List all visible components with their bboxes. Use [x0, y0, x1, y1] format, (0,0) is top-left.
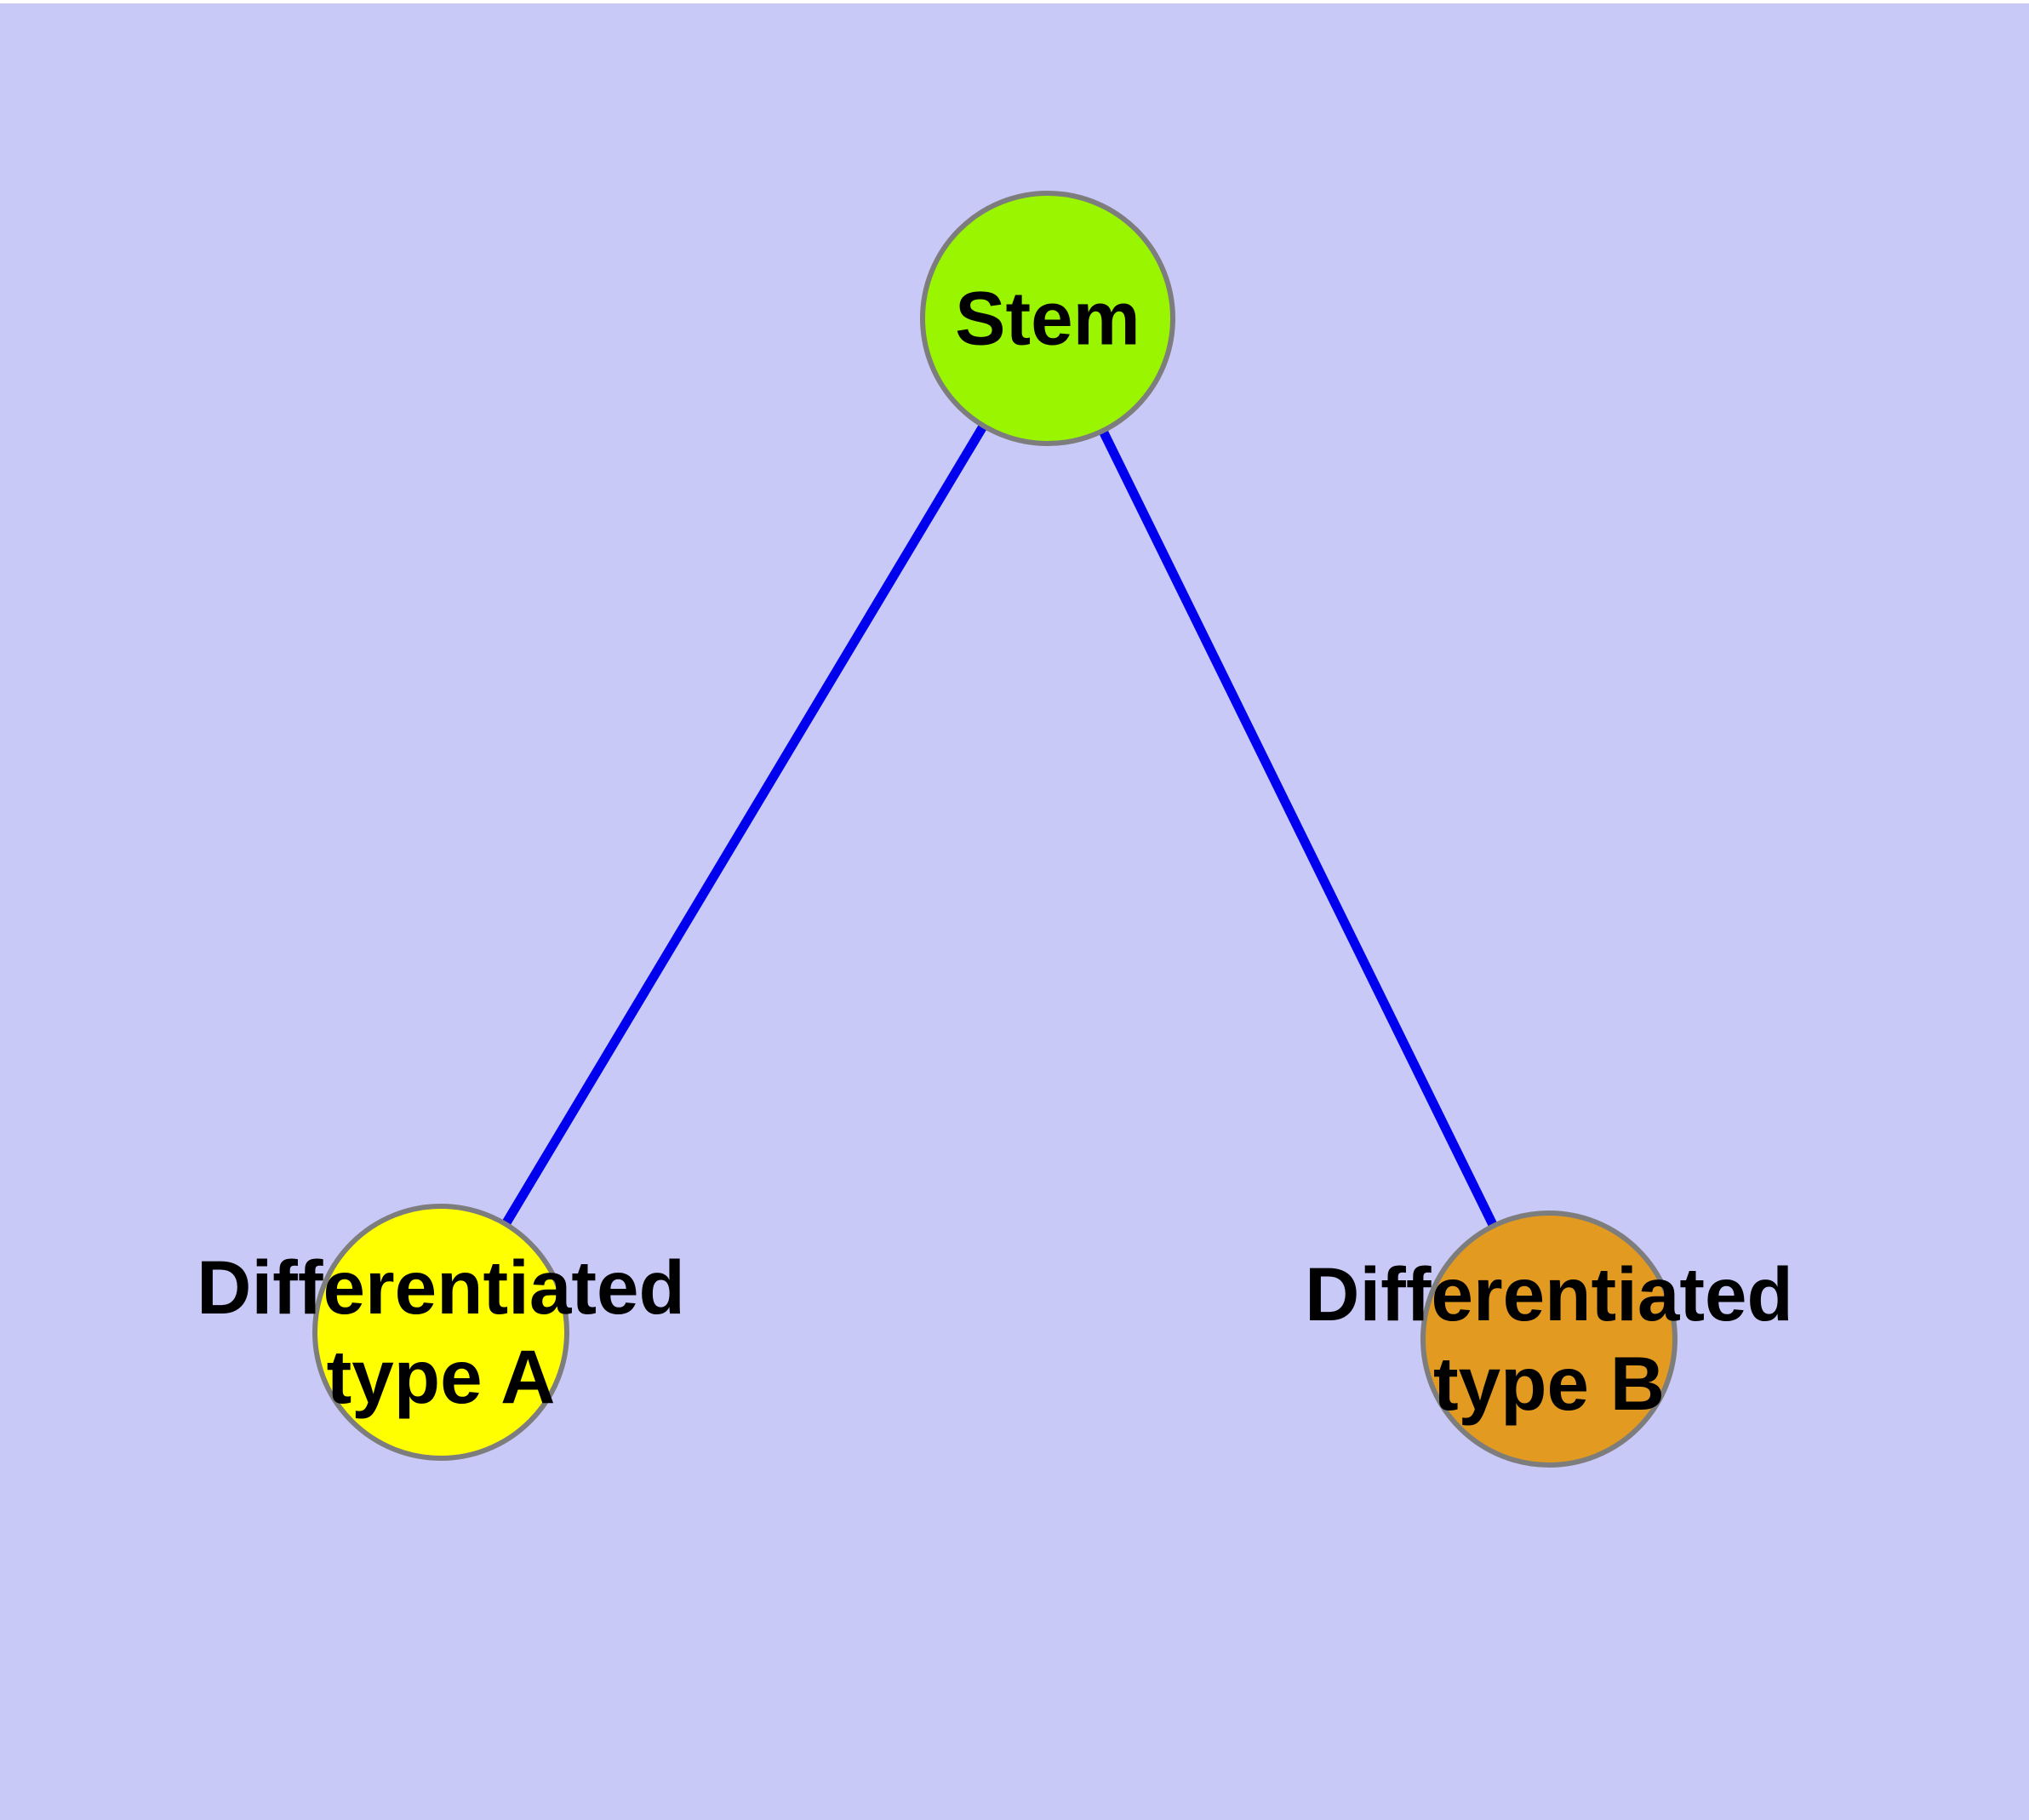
node-differentiated-type-b-label: Differentiated type B — [1305, 1250, 1793, 1428]
label-line: type B — [1432, 1341, 1665, 1426]
node-stem — [920, 191, 1175, 446]
node-differentiated-type-a — [312, 1204, 569, 1461]
edge-stem-to-type-b — [1043, 316, 1553, 1342]
label-line: Differentiated — [197, 1244, 685, 1330]
edge-stem-to-type-a — [437, 316, 1052, 1335]
label-line: Differentiated — [1305, 1251, 1793, 1336]
node-differentiated-type-b — [1420, 1210, 1677, 1468]
label-line: Stem — [955, 275, 1140, 361]
label-line: type A — [326, 1334, 556, 1419]
node-stem-label: Stem — [955, 273, 1140, 363]
top-margin-strip — [0, 0, 2029, 3]
node-differentiated-type-a-label: Differentiated type A — [197, 1243, 685, 1422]
